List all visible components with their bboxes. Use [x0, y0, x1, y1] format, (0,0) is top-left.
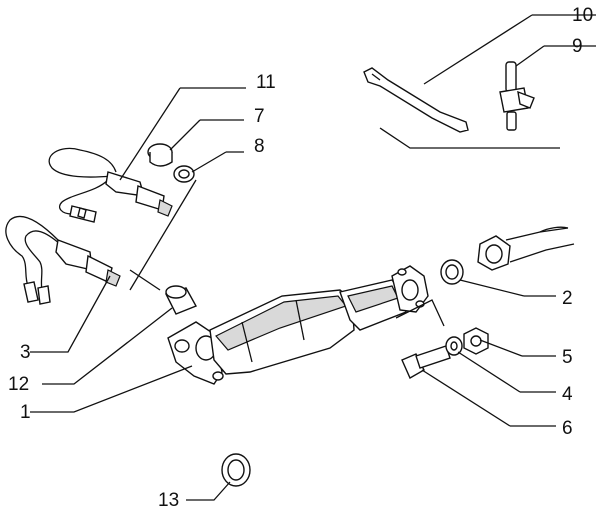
gasket-part-2 [440, 259, 464, 285]
ring-part-13 [221, 453, 251, 487]
spacer-part-12 [165, 285, 197, 315]
clamp-part-9 [499, 61, 535, 131]
oxygen-sensor-3 [5, 215, 121, 305]
bolt-part-6 [401, 345, 451, 379]
washer-part-8 [173, 165, 195, 183]
callout-1: 1 [20, 402, 31, 423]
bracket-line-flange [395, 299, 445, 327]
callout-13: 13 [158, 490, 179, 510]
callout-12: 12 [8, 374, 29, 395]
callout-5: 5 [562, 347, 573, 368]
strap-part-10 [363, 67, 469, 133]
callout-9: 9 [572, 36, 583, 57]
callout-11: 11 [256, 72, 276, 93]
oxygen-sensor-11 [48, 147, 173, 223]
callout-7: 7 [254, 106, 265, 127]
callout-2: 2 [562, 288, 573, 309]
plug-part-7 [147, 143, 173, 167]
callout-3: 3 [20, 342, 31, 363]
nut-part-5 [463, 327, 489, 355]
washer-part-4 [445, 336, 463, 356]
callout-10: 10 [572, 5, 593, 26]
bracket-line-top-right [379, 127, 560, 149]
callout-4: 4 [562, 384, 573, 405]
exhaust-pipe-section [477, 226, 575, 271]
leader-lines [30, 14, 596, 501]
callout-8: 8 [254, 136, 265, 157]
catalytic-converter-part-1 [167, 265, 429, 385]
callout-6: 6 [562, 418, 573, 439]
